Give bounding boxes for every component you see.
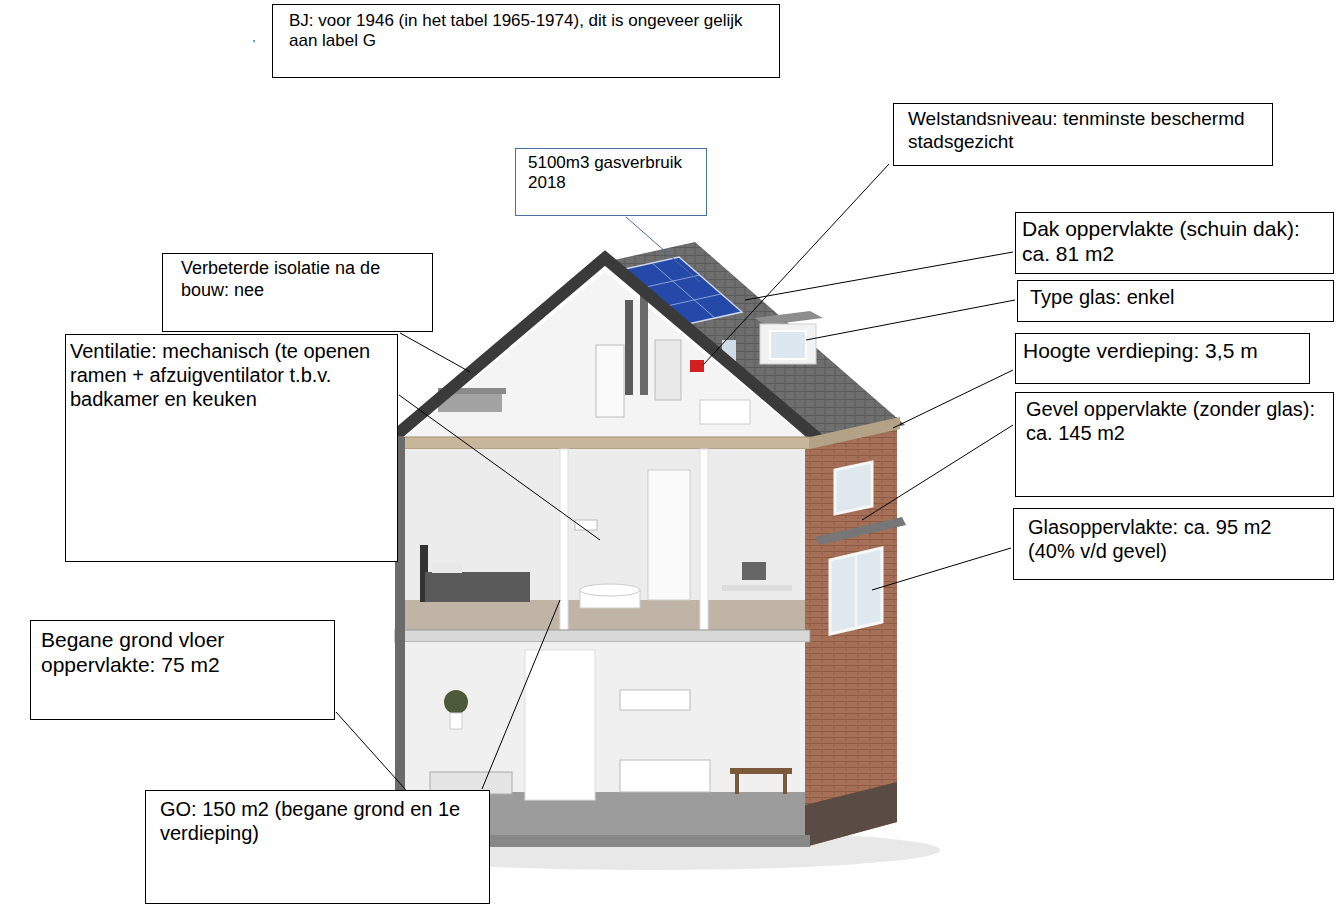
callout-box: Hoogte verdieping: 3,5 m <box>1015 333 1310 384</box>
callout-box: Welstandsniveau: tenminste beschermd sta… <box>893 103 1273 166</box>
floor-slab <box>395 630 810 642</box>
callout-box: Begane grond vloer oppervlakte: 75 m2 <box>30 620 335 720</box>
leader-line <box>806 300 1015 340</box>
wardrobe <box>648 470 690 600</box>
radiator <box>700 400 750 424</box>
dormer-front <box>760 324 816 364</box>
stray-mark: ' <box>253 40 255 50</box>
plant <box>444 690 468 714</box>
duct <box>625 300 633 395</box>
leader-line <box>872 548 1011 590</box>
wall-plinth <box>805 782 897 847</box>
callout-box: 5100m3 gasverbruik 2018 <box>515 148 707 216</box>
kitchen-cabinet <box>620 690 690 710</box>
callout-text: GO: 150 m2 (begane grond en 1e verdiepin… <box>160 797 475 845</box>
roof-section <box>388 258 822 442</box>
bathtub-rim <box>580 584 640 596</box>
monitor <box>742 562 766 580</box>
inner-wall <box>700 449 708 630</box>
leader-line <box>862 425 1013 520</box>
callout-box: GO: 150 m2 (begane grond en 1e verdiepin… <box>145 790 490 904</box>
brick-wall <box>805 417 897 847</box>
side-window <box>830 548 882 634</box>
floor-slab-side <box>810 417 900 449</box>
callout-text: Type glas: enkel <box>1030 285 1321 309</box>
callout-text: Begane grond vloer oppervlakte: 75 m2 <box>41 627 324 677</box>
callout-text: 5100m3 gasverbruik 2018 <box>528 153 694 194</box>
pillow <box>432 563 462 573</box>
table <box>730 768 792 774</box>
callout-box: Gevel oppervlakte (zonder glas): ca. 145… <box>1015 392 1334 497</box>
dormer-roof <box>754 311 823 325</box>
callout-text: Glasoppervlakte: ca. 95 m2 (40% v/d geve… <box>1028 515 1319 563</box>
heat-unit <box>655 340 681 400</box>
callout-box: BJ: voor 1946 (in het tabel 1965-1974), … <box>272 4 780 78</box>
callout-box: Glasoppervlakte: ca. 95 m2 (40% v/d geve… <box>1013 508 1334 580</box>
leader-line <box>745 252 1013 300</box>
desk <box>722 585 792 591</box>
stair-wall <box>525 650 595 800</box>
callout-text: Ventilatie: mechanisch (te openen ramen … <box>70 339 393 411</box>
attic-interior <box>405 272 805 437</box>
inner-wall <box>560 449 568 630</box>
leader-line <box>703 164 889 365</box>
callout-text: Hoogte verdieping: 3,5 m <box>1023 338 1302 363</box>
control-box <box>690 360 704 372</box>
callout-text: Welstandsniveau: tenminste beschermd sta… <box>908 108 1258 154</box>
callout-text: Gevel oppervlakte (zonder glas): ca. 145… <box>1026 397 1323 445</box>
leader-line <box>399 395 600 540</box>
leader-line <box>893 370 1013 428</box>
kitchen-counter <box>620 760 710 792</box>
side-window <box>835 462 872 514</box>
callout-box: Type glas: enkel <box>1017 280 1334 322</box>
callout-text: Dak oppervlakte (schuin dak): ca. 81 m2 <box>1022 216 1327 266</box>
leader-line <box>482 600 560 789</box>
callout-box: Dak oppervlakte (schuin dak): ca. 81 m2 <box>1015 212 1334 274</box>
boiler <box>596 345 624 417</box>
duct <box>640 292 648 395</box>
solar-panel-grid <box>646 275 700 287</box>
solar-panel-grid <box>667 294 721 306</box>
window-canopy <box>815 517 906 545</box>
callout-box: Ventilatie: mechanisch (te openen ramen … <box>65 334 398 562</box>
leader-line <box>400 333 470 372</box>
plant-pot <box>450 713 462 729</box>
table-leg <box>735 774 739 794</box>
dormer-window <box>770 331 806 359</box>
first-floor-room <box>405 449 805 630</box>
callout-text: BJ: voor 1946 (in het tabel 1965-1974), … <box>289 11 763 52</box>
callout-box: Verbeterde isolatie na de bouw: nee <box>162 253 433 332</box>
floor-slab <box>395 437 810 449</box>
bed <box>425 572 530 602</box>
callout-text: Verbeterde isolatie na de bouw: nee <box>181 258 414 301</box>
sink <box>575 520 597 530</box>
table-leg <box>783 774 787 794</box>
window-frame <box>855 554 857 628</box>
leader-line <box>626 217 700 282</box>
